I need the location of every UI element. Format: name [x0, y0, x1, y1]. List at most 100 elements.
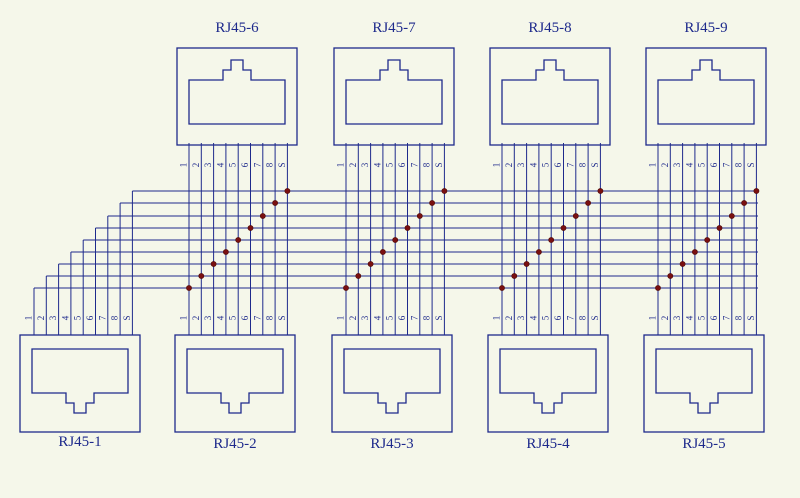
- junction-dot: [198, 273, 205, 279]
- junction-dot: [186, 285, 192, 291]
- jack-label: RJ45-1: [58, 434, 101, 450]
- pin-label: 2: [504, 163, 514, 168]
- pin-label: 8: [578, 315, 588, 320]
- jack-label: RJ45-7: [372, 20, 416, 36]
- pin-label: 3: [360, 162, 370, 167]
- junction-dot: [272, 200, 278, 206]
- pin-label: 2: [348, 163, 358, 168]
- pin-label: S: [434, 315, 444, 320]
- junction-dot: [379, 249, 386, 255]
- pin-label: 6: [709, 315, 719, 320]
- jack-label: RJ45-5: [682, 436, 725, 452]
- jack-port-outline: [655, 348, 753, 414]
- pin-label: 7: [252, 315, 262, 320]
- pin-label: 8: [422, 315, 432, 320]
- pin-label: 7: [409, 315, 419, 320]
- junction-dot: [235, 237, 242, 243]
- pin-label: 2: [504, 316, 514, 321]
- jack-body: [19, 334, 141, 433]
- junction-dot: [404, 225, 411, 231]
- junction-dot: [655, 285, 661, 291]
- jack-rj45-9: RJ45-9: [645, 20, 767, 146]
- jack-rj45-5: RJ45-5: [643, 334, 765, 452]
- jack-rj45-8: RJ45-8: [489, 20, 611, 146]
- pin-label: S: [746, 162, 756, 167]
- junction-dot: [560, 225, 567, 231]
- pin-label: S: [590, 162, 600, 167]
- pin-label: 7: [721, 162, 731, 167]
- pin-label: 4: [528, 315, 538, 320]
- pin-label: 6: [553, 162, 563, 167]
- junction-dot: [523, 261, 530, 267]
- pin-wires: [33, 143, 757, 335]
- jack-body: [645, 47, 767, 146]
- pin-label: 5: [385, 315, 395, 320]
- junction-dot: [572, 213, 579, 219]
- pin-label: 3: [203, 162, 213, 167]
- junction-dot: [548, 237, 555, 243]
- junction-dot: [210, 261, 217, 267]
- pin-label: 2: [191, 163, 201, 168]
- pin-label: 1: [336, 316, 346, 321]
- jack-rj45-2: RJ45-2: [174, 334, 296, 452]
- junction-dot: [284, 188, 291, 194]
- pin-label: 2: [348, 316, 358, 321]
- jack-body: [643, 334, 765, 433]
- jack-label: RJ45-9: [684, 20, 727, 36]
- pin-label: 3: [48, 315, 58, 320]
- pin-label: 8: [110, 315, 120, 320]
- jack-body: [333, 47, 455, 146]
- pin-label: 4: [60, 315, 70, 320]
- jack-port-outline: [188, 59, 286, 125]
- jack-port-outline: [31, 348, 129, 414]
- junction-dot: [259, 213, 266, 219]
- junction-dot: [429, 200, 435, 206]
- pin-label: 3: [516, 162, 526, 167]
- pin-label: 4: [684, 315, 694, 320]
- pin-label: S: [277, 162, 287, 167]
- junction-dot: [536, 249, 542, 255]
- pin-label: 1: [179, 316, 189, 321]
- junction-dot: [247, 225, 254, 231]
- junction-dot: [667, 273, 674, 279]
- junction-dot: [585, 200, 591, 206]
- junction-dot: [679, 261, 686, 267]
- jack-rj45-1: RJ45-1: [19, 334, 141, 450]
- pin-label: 7: [565, 162, 575, 167]
- pin-label: 6: [240, 315, 250, 320]
- jack-body: [487, 334, 609, 433]
- pin-label: 7: [97, 315, 107, 320]
- pin-label: 6: [553, 315, 563, 320]
- pin-label: 2: [191, 316, 201, 321]
- jack-rj45-3: RJ45-3: [331, 334, 453, 452]
- junction-dot: [392, 237, 399, 243]
- pin-label: 1: [648, 163, 658, 168]
- junction-dot: [441, 188, 448, 194]
- jack-label: RJ45-3: [370, 436, 413, 452]
- pin-label: 8: [422, 162, 432, 167]
- junction-dot: [704, 237, 711, 243]
- junction-dots: [186, 188, 760, 291]
- pin-label: 6: [85, 315, 95, 320]
- jack-body: [176, 47, 298, 146]
- jack-label: RJ45-6: [215, 20, 259, 36]
- pin-label: 6: [397, 162, 407, 167]
- jack-rj45-4: RJ45-4: [487, 334, 609, 452]
- pin-label: 7: [721, 315, 731, 320]
- pin-label: 1: [492, 316, 502, 321]
- pin-label: 4: [684, 162, 694, 167]
- pin-label: 8: [265, 162, 275, 167]
- pin-label: 3: [516, 315, 526, 320]
- jack-label: RJ45-4: [526, 436, 570, 452]
- pin-label: S: [746, 315, 756, 320]
- junction-dot: [753, 188, 760, 194]
- pin-label: 1: [24, 316, 34, 321]
- pin-label: 8: [578, 162, 588, 167]
- junction-dot: [716, 225, 723, 231]
- pin-label: 5: [697, 315, 707, 320]
- pin-label: 8: [265, 315, 275, 320]
- pin-label: S: [434, 162, 444, 167]
- jack-body: [331, 334, 453, 433]
- junction-dot: [499, 285, 505, 291]
